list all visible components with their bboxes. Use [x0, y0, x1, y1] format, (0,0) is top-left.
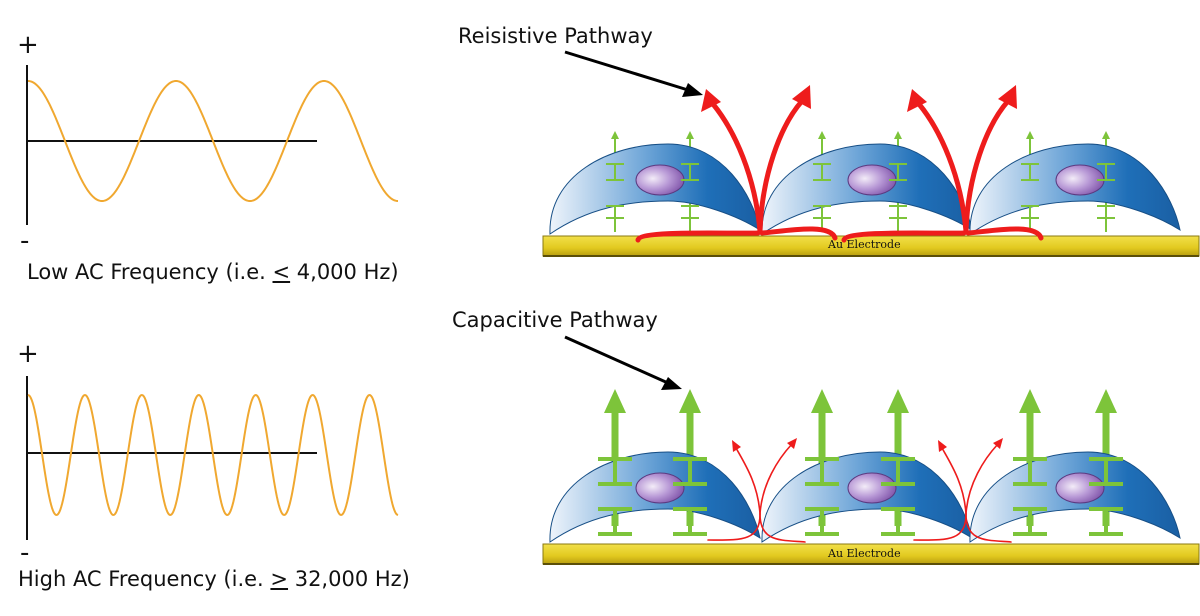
- capacitive-pathway-pointer-arrow: [564, 335, 682, 390]
- high-caption-prefix: High AC Frequency (i.e.: [18, 567, 271, 591]
- low-electrode-label: Au Electrode: [828, 238, 901, 251]
- low-frequency-caption: Low AC Frequency (i.e. < 4,000 Hz): [27, 260, 399, 284]
- capacitor-symbol: [805, 457, 839, 536]
- current-path-left: [916, 101, 969, 234]
- current-path-right: [965, 443, 999, 515]
- capacitor-symbol: [889, 163, 907, 219]
- cell-nucleus: [1055, 472, 1105, 504]
- cell: [549, 451, 761, 543]
- current-path-left: [941, 447, 967, 515]
- low-caption-prefix: Low AC Frequency (i.e.: [27, 260, 273, 284]
- cell: [969, 451, 1181, 543]
- high-caption-symbol: >: [270, 567, 289, 591]
- current-arrowhead: [787, 438, 797, 449]
- low-wave-plus-sign: +: [17, 30, 39, 60]
- cell: [549, 143, 761, 235]
- cell: [761, 143, 973, 235]
- current-path-base: [707, 513, 761, 541]
- low-caption-symbol: <: [272, 260, 291, 284]
- low-wave-minus-sign: -: [20, 226, 30, 256]
- current-path-left: [710, 101, 763, 234]
- current-arrowhead: [998, 85, 1017, 109]
- resistive-pathway-label: Reisistive Pathway: [458, 24, 653, 48]
- current-path-right: [757, 98, 805, 234]
- high-frequency-wave-plot: [26, 376, 399, 540]
- paracellular-current-paths: [707, 438, 1012, 543]
- current-path-base: [913, 513, 967, 541]
- low-caption-suffix: 4,000 Hz): [290, 260, 399, 284]
- capacitor-symbol: [598, 457, 632, 536]
- capacitor-symbol: [681, 163, 699, 219]
- cell-nucleus: [847, 164, 897, 196]
- current-path-base: [635, 230, 761, 243]
- capacitor-symbol: [1013, 457, 1047, 536]
- cell-nucleus: [847, 472, 897, 504]
- cell: [969, 143, 1181, 235]
- capacitor-symbol: [1097, 163, 1115, 219]
- current-arrowhead: [907, 89, 927, 112]
- capacitor-symbol: [606, 163, 624, 219]
- capacitor-symbol: [813, 163, 831, 219]
- capacitor-symbol: [1089, 457, 1123, 536]
- current-path-base: [965, 513, 1012, 543]
- cell-nucleus: [635, 472, 685, 504]
- current-arrowhead: [732, 440, 741, 452]
- high-caption-suffix: 32,000 Hz): [288, 567, 410, 591]
- current-path-base: [965, 226, 1044, 241]
- current-arrowhead: [701, 89, 721, 112]
- high-electrode-label: Au Electrode: [828, 547, 901, 560]
- current-path-base: [841, 230, 967, 243]
- high-wave-minus-sign: -: [20, 538, 30, 568]
- high-wave-plus-sign: +: [17, 339, 39, 369]
- current-arrowhead: [993, 438, 1003, 449]
- cell: [761, 451, 973, 543]
- current-path-right: [963, 98, 1011, 234]
- capacitor-symbol: [881, 457, 915, 536]
- paracellular-current-paths: [635, 85, 1044, 243]
- low-frequency-wave-plot: [26, 65, 399, 225]
- current-path-right: [759, 443, 793, 515]
- capacitive-pathway-label: Capacitive Pathway: [452, 308, 658, 332]
- current-arrowhead: [792, 85, 811, 109]
- cell-nucleus: [635, 164, 685, 196]
- resistive-pathway-pointer-arrow: [564, 50, 703, 97]
- high-frequency-caption: High AC Frequency (i.e. > 32,000 Hz): [18, 567, 410, 591]
- current-path-left: [735, 447, 761, 515]
- high-frequency-sine-wave: [27, 393, 399, 517]
- current-path-base: [759, 226, 838, 241]
- current-arrowhead: [938, 440, 947, 452]
- low-frequency-sine-wave: [27, 79, 399, 203]
- capacitor-symbol: [673, 457, 707, 536]
- low-frequency-cell-layer: [542, 85, 1200, 257]
- current-path-base: [759, 513, 806, 543]
- high-frequency-cell-layer: [542, 389, 1200, 565]
- capacitor-symbol: [1021, 163, 1039, 219]
- cell-nucleus: [1055, 164, 1105, 196]
